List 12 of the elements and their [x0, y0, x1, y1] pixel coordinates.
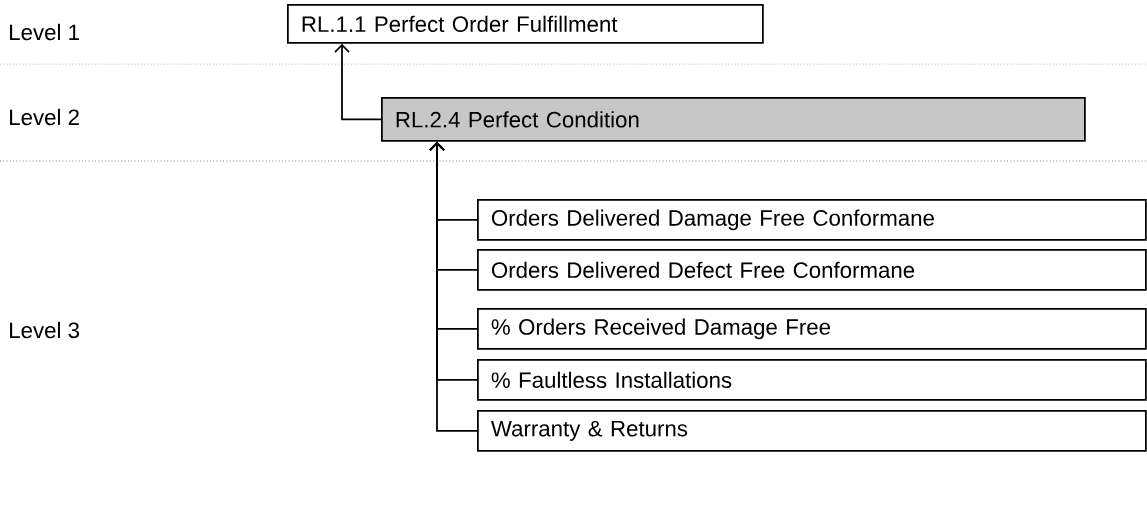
level-label: Level 1 — [10, 23, 79, 41]
metric-box: Warranty & Returns — [477, 410, 1147, 452]
metric-box: % Orders Received Damage Free — [477, 308, 1147, 350]
arrow — [429, 141, 478, 432]
level-label: Level 3 — [10, 321, 79, 339]
metric-box: RL.2.4 Perfect Condition — [381, 97, 1086, 142]
arrow — [334, 43, 382, 121]
metric-box: Orders Delivered Damage Free Conformane — [477, 199, 1147, 241]
metric-box: Orders Delivered Defect Free Conformane — [477, 249, 1147, 291]
metric-box: % Faultless Installations — [477, 359, 1147, 401]
metric-box: RL.1.1 Perfect Order Fulfillment — [287, 4, 764, 44]
level-label: Level 2 — [10, 108, 79, 126]
